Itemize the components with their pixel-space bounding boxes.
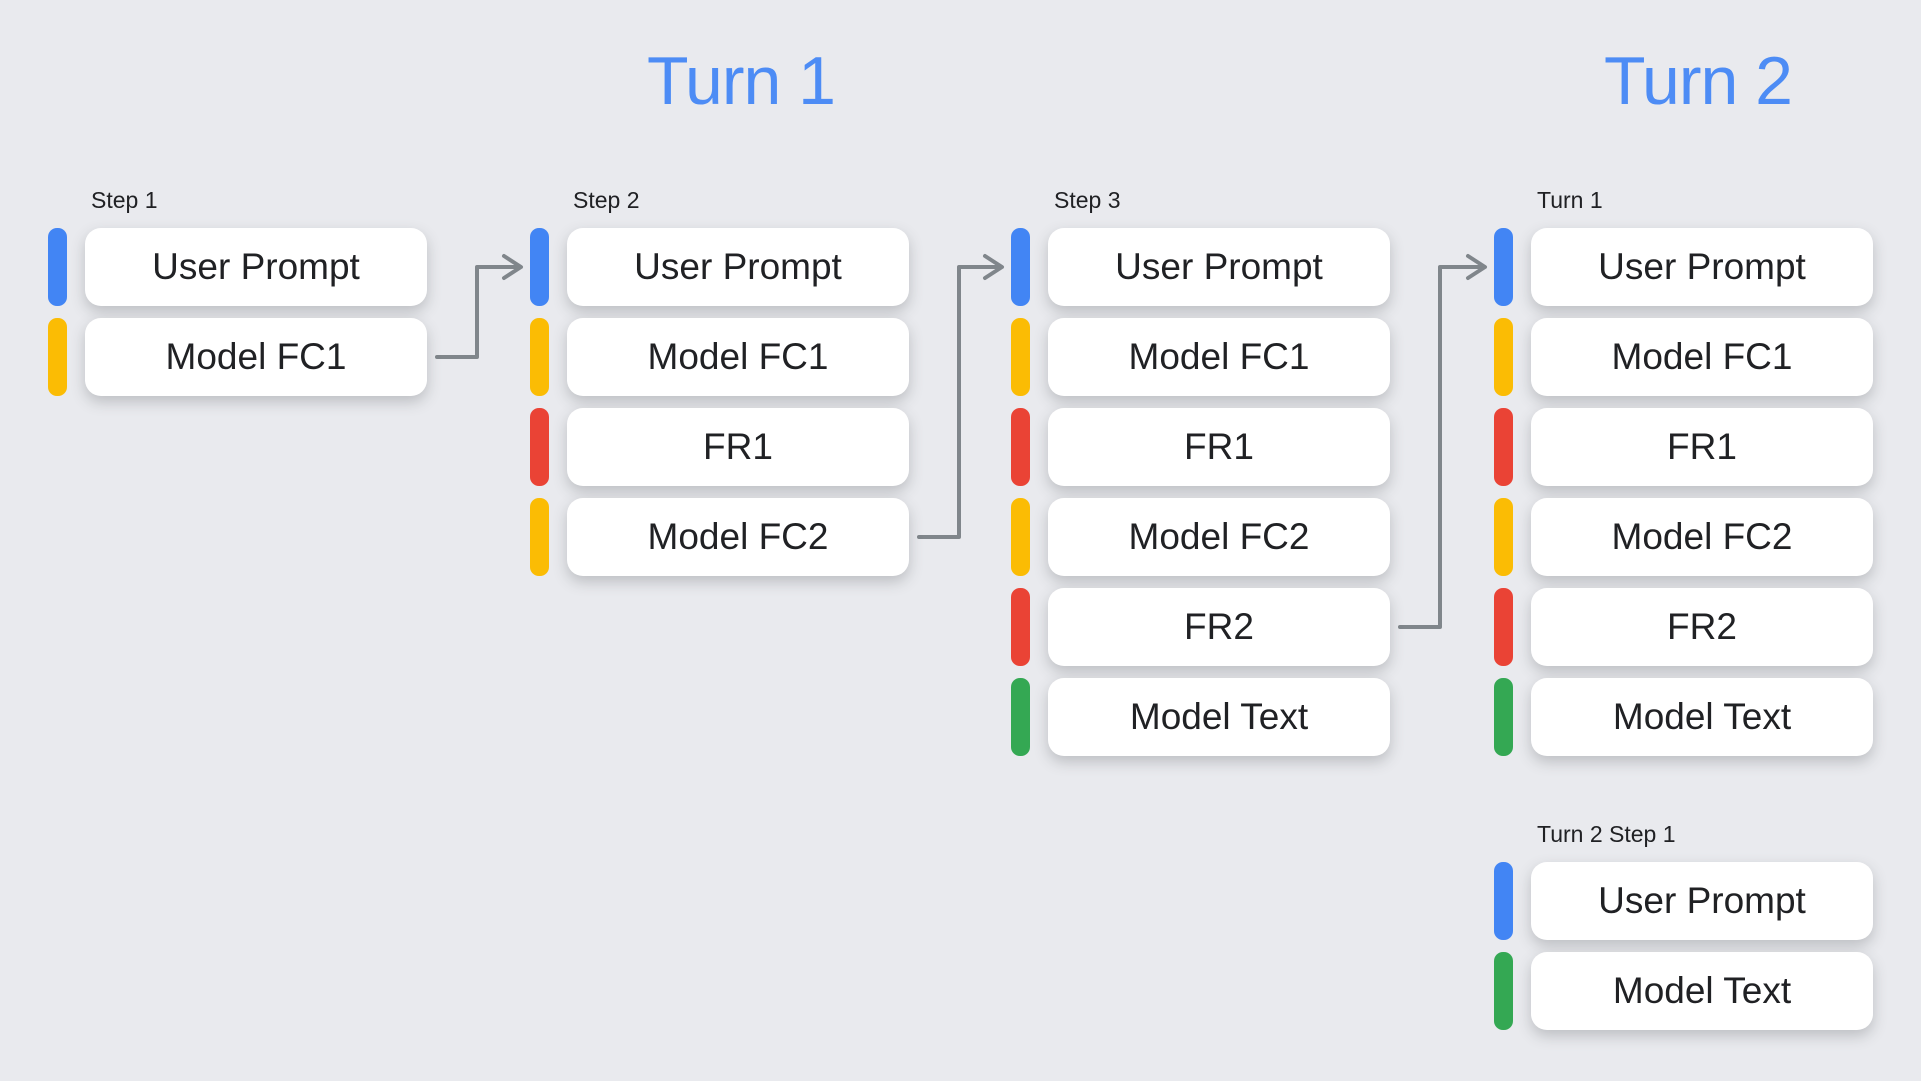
card-label: Model FC1 xyxy=(647,336,829,377)
yellow-role-bar xyxy=(530,498,549,576)
card-fr2: FR2 xyxy=(1531,588,1873,666)
card-label: Model FC2 xyxy=(1128,516,1310,557)
red-role-bar xyxy=(1011,588,1030,666)
blue-role-bar xyxy=(1494,862,1513,940)
card-model-fc2: Model FC2 xyxy=(1048,498,1390,576)
flow-arrow-head-3 xyxy=(1466,254,1487,280)
flow-arrow-head-2 xyxy=(983,254,1004,280)
card-model-fc2: Model FC2 xyxy=(1531,498,1873,576)
card-user-prompt: User Prompt xyxy=(1531,228,1873,306)
card-fr2: FR2 xyxy=(1048,588,1390,666)
red-role-bar xyxy=(1494,408,1513,486)
card-user-prompt: User Prompt xyxy=(1531,862,1873,940)
flow-arrow-1 xyxy=(435,265,519,359)
card-label: Model Text xyxy=(1612,970,1792,1011)
card-label: User Prompt xyxy=(1115,246,1323,287)
card-model-fc1: Model FC1 xyxy=(1531,318,1873,396)
blue-role-bar xyxy=(1011,228,1030,306)
card-model-fc1: Model FC1 xyxy=(85,318,427,396)
card-model-text: Model Text xyxy=(1531,678,1873,756)
card-user-prompt: User Prompt xyxy=(567,228,909,306)
flow-arrow-head-1 xyxy=(502,254,523,280)
card-model-fc1: Model FC1 xyxy=(567,318,909,396)
yellow-role-bar xyxy=(48,318,67,396)
card-label: Model FC2 xyxy=(647,516,829,557)
green-role-bar xyxy=(1011,678,1030,756)
yellow-role-bar xyxy=(1494,498,1513,576)
card-label: Model Text xyxy=(1129,696,1309,737)
blue-role-bar xyxy=(530,228,549,306)
red-role-bar xyxy=(1494,588,1513,666)
yellow-role-bar xyxy=(530,318,549,396)
yellow-role-bar xyxy=(1494,318,1513,396)
card-label: User Prompt xyxy=(634,246,842,287)
flow-arrow-3 xyxy=(1398,265,1483,629)
card-label: FR1 xyxy=(703,426,773,467)
card-fr1: FR1 xyxy=(567,408,909,486)
card-label: FR2 xyxy=(1667,606,1737,647)
card-fr1: FR1 xyxy=(1531,408,1873,486)
card-model-fc1: Model FC1 xyxy=(1048,318,1390,396)
turn-2-header: Turn 2 xyxy=(1603,43,1793,119)
yellow-role-bar xyxy=(1011,498,1030,576)
card-label: User Prompt xyxy=(1598,880,1806,921)
card-label: User Prompt xyxy=(152,246,360,287)
turn-1-header: Turn 1 xyxy=(646,43,836,119)
blue-role-bar xyxy=(48,228,67,306)
card-label: User Prompt xyxy=(1598,246,1806,287)
card-model-text: Model Text xyxy=(1531,952,1873,1030)
card-label: FR1 xyxy=(1184,426,1254,467)
group-label-step-1: Step 1 xyxy=(91,187,158,213)
card-model-fc2: Model FC2 xyxy=(567,498,909,576)
card-label: Model FC1 xyxy=(1128,336,1310,377)
yellow-role-bar xyxy=(1011,318,1030,396)
card-label: Model FC1 xyxy=(165,336,347,377)
card-label: Model Text xyxy=(1612,696,1792,737)
green-role-bar xyxy=(1494,678,1513,756)
group-label-step-2: Step 2 xyxy=(573,187,640,213)
red-role-bar xyxy=(530,408,549,486)
group-label-turn-1-context: Turn 1 xyxy=(1537,187,1603,213)
card-model-text: Model Text xyxy=(1048,678,1390,756)
card-fr1: FR1 xyxy=(1048,408,1390,486)
group-label-turn-2-step-1: Turn 2 Step 1 xyxy=(1537,821,1676,847)
card-label: FR2 xyxy=(1184,606,1254,647)
card-label: Model FC2 xyxy=(1611,516,1793,557)
blue-role-bar xyxy=(1494,228,1513,306)
card-label: Model FC1 xyxy=(1611,336,1793,377)
green-role-bar xyxy=(1494,952,1513,1030)
card-user-prompt: User Prompt xyxy=(85,228,427,306)
card-user-prompt: User Prompt xyxy=(1048,228,1390,306)
group-label-step-3: Step 3 xyxy=(1054,187,1121,213)
flow-arrow-2 xyxy=(917,265,1000,539)
red-role-bar xyxy=(1011,408,1030,486)
card-label: FR1 xyxy=(1667,426,1737,467)
